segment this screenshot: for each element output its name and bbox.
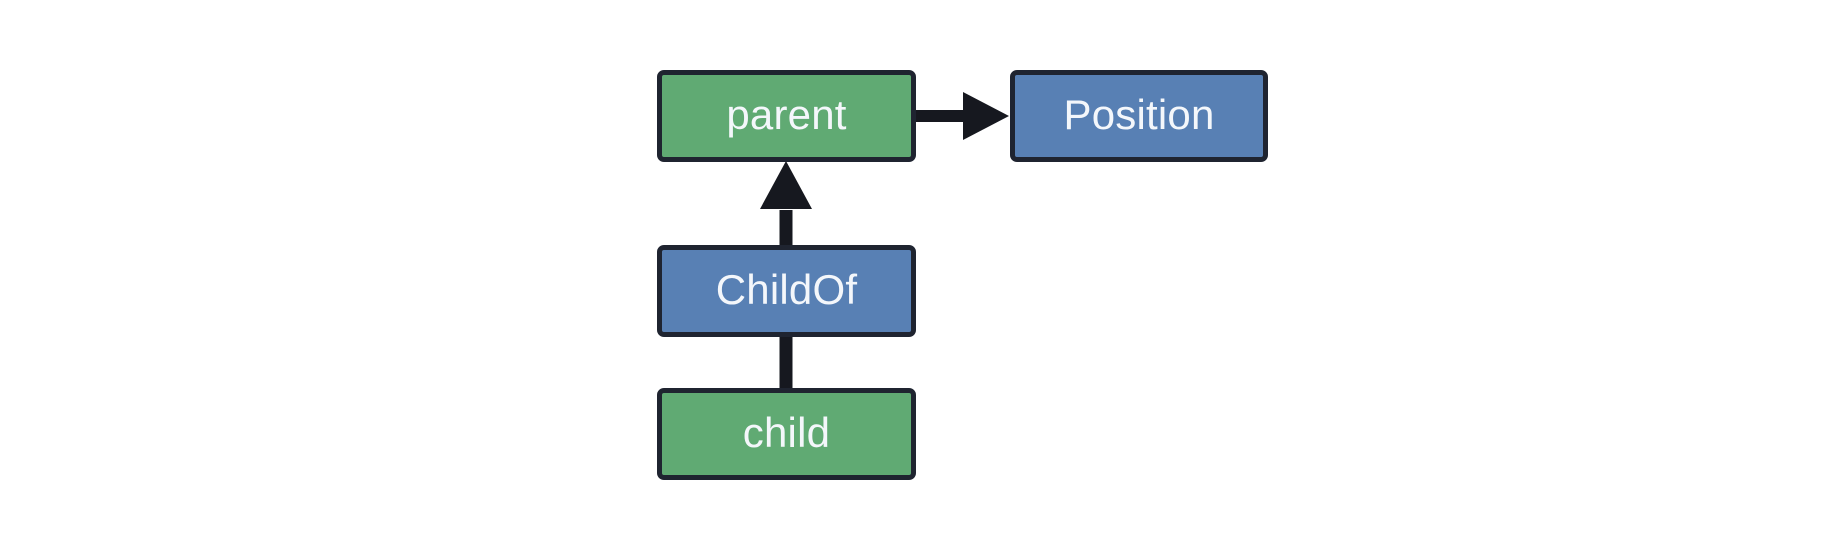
node-childof-label: ChildOf	[715, 266, 858, 313]
node-child-label: child	[742, 409, 831, 456]
node-parent-label: parent	[726, 91, 847, 138]
edge-parent-to-position	[916, 92, 1009, 140]
edge-childof-to-parent	[760, 161, 812, 245]
node-position[interactable]: Position	[1010, 70, 1268, 162]
node-parent[interactable]: parent	[657, 70, 916, 162]
node-child[interactable]: child	[657, 388, 916, 480]
edge-childof-to-parent-arrowhead	[760, 161, 812, 209]
node-childof[interactable]: ChildOf	[657, 245, 916, 337]
node-position-label: Position	[1063, 91, 1215, 138]
edge-parent-to-position-arrowhead	[963, 92, 1009, 140]
